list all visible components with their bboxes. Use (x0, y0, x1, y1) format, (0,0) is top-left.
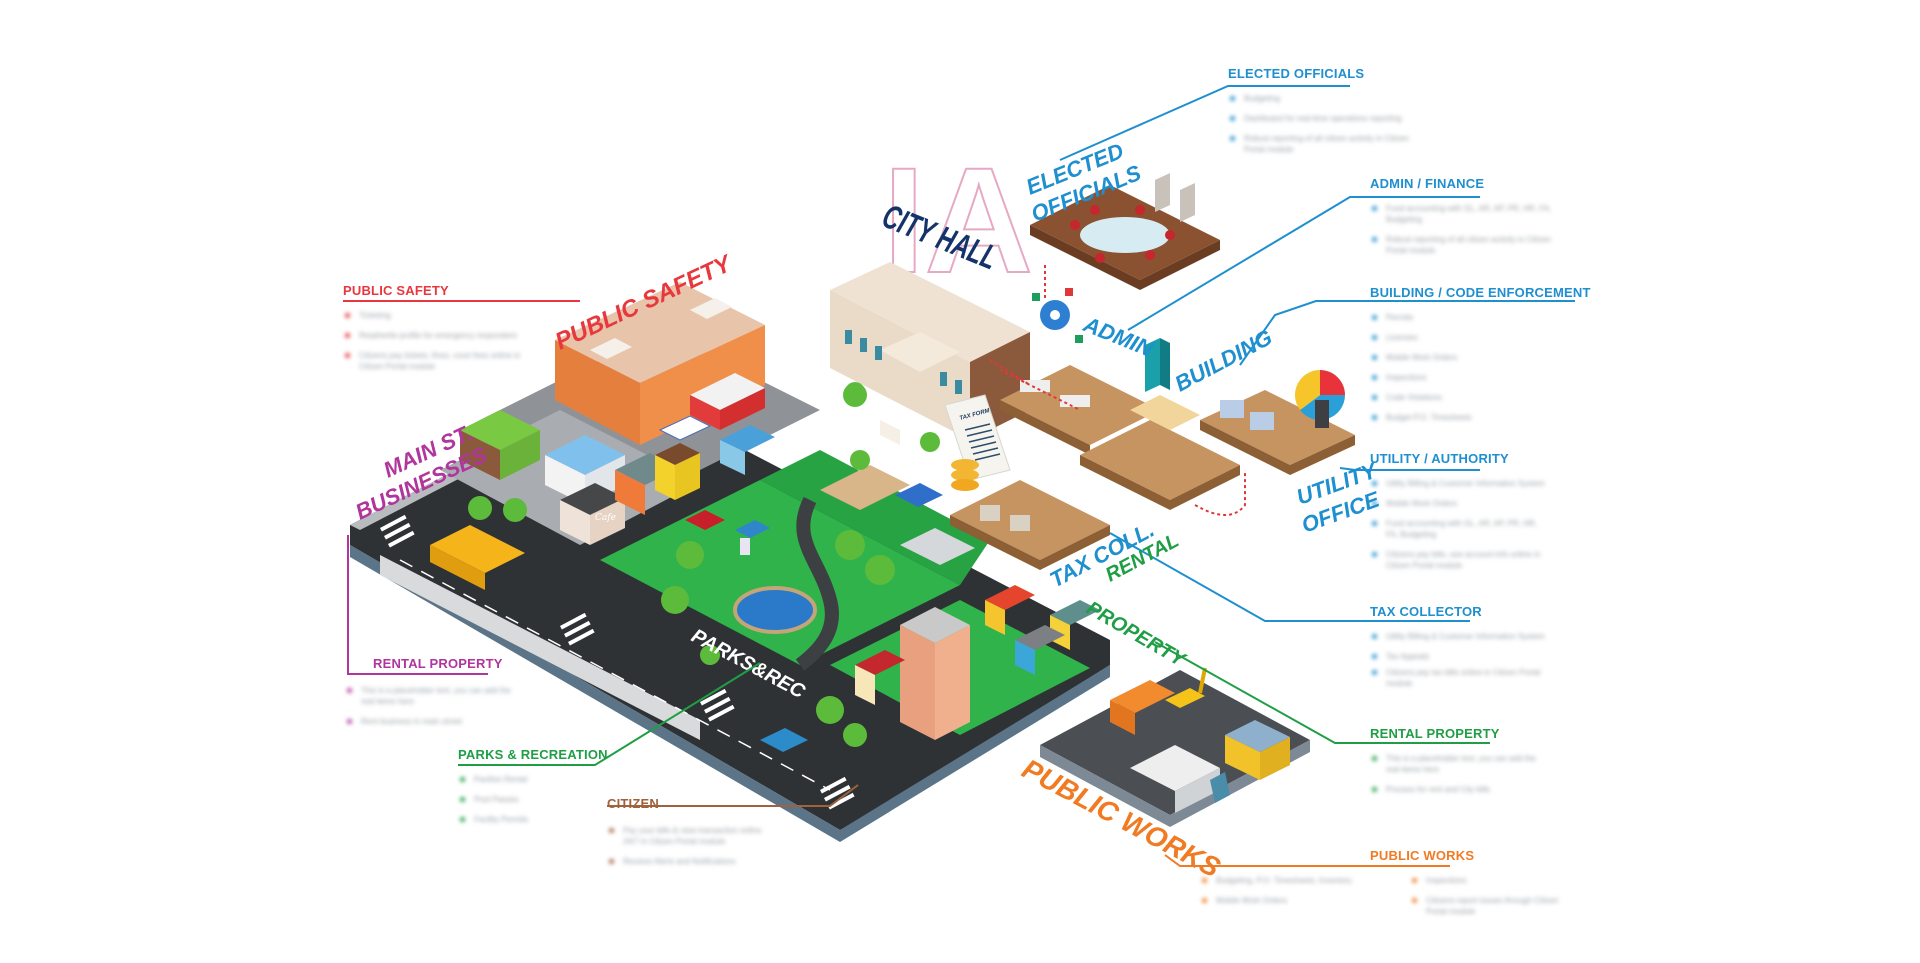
callout-bullet: This is a placeholder text, you can add … (1370, 753, 1550, 775)
callout-bullet: Process for rent and City bills (1370, 784, 1550, 795)
callout-title: TAX COLLECTOR (1370, 604, 1482, 619)
city-hall-building: TAX FORM (830, 262, 1030, 491)
callout-title: RENTAL PROPERTY (373, 656, 503, 671)
callout-bullet: Fund accounting with GL, AR, AP, PR, HR,… (1370, 203, 1560, 225)
callout-bullet: Citizens pay tax bills online in Citizen… (1370, 667, 1550, 689)
line-parks (458, 662, 761, 766)
callout-bullet: Read/write profile for emergency respond… (343, 330, 523, 341)
callout-title: BUILDING / CODE ENFORCEMENT (1370, 285, 1591, 300)
callout-admin-finance: ADMIN / FINANCE Fund accounting with GL,… (1370, 176, 1560, 265)
callout-bullet: Citizens pay tickets, fines, court fees … (343, 350, 523, 372)
callout-bullet: Mobile Work Orders (1370, 352, 1575, 363)
callout-bullet: This is a placeholder text, you can add … (345, 685, 525, 707)
callout-bullet: Budget P.O. Timesheets (1370, 412, 1575, 423)
callout-title: PARKS & RECREATION (458, 747, 608, 762)
callout-bullet: Mobile Work Orders (1370, 498, 1550, 509)
callout-bullet: Fund accounting with GL, AR, AP, PR, HR,… (1370, 518, 1550, 540)
callout-bullet: Budgeting (1228, 93, 1428, 104)
main-street-businesses: Cafe (430, 410, 775, 590)
office-platforms (950, 173, 1355, 570)
callout-bullet: Pool Passes (458, 794, 618, 805)
callout-bullet: Rent business in main street (345, 716, 525, 727)
callout-title: ADMIN / FINANCE (1370, 176, 1485, 191)
line-building (1239, 300, 1575, 366)
callout-title: UTILITY / AUTHORITY (1370, 451, 1509, 466)
line-public-works (1164, 854, 1450, 867)
callout-bullet: Mobile Work Orders (1200, 895, 1370, 906)
callout-tax-collector: TAX COLLECTOR Utility Billing & Customer… (1370, 604, 1550, 698)
callout-building-code: BUILDING / CODE ENFORCEMENT Permits Lice… (1370, 285, 1591, 432)
callout-bullet: Utility Billing & Customer Information S… (1370, 478, 1550, 489)
callout-bullet: Pavilion Rental (458, 774, 618, 785)
callout-bullet: Licenses (1370, 332, 1575, 343)
callout-bullet: Pay your bills & view transaction online… (607, 825, 767, 847)
line-rental-left (347, 535, 488, 675)
callout-lines (343, 85, 1575, 867)
callout-bullet: Code Violations (1370, 392, 1575, 403)
callout-bullet: Inspections (1410, 875, 1580, 886)
line-elected-officials (1059, 85, 1350, 161)
line-rental-right (1154, 641, 1490, 744)
callout-bullet: Utility Billing & Customer Information S… (1370, 631, 1550, 642)
callout-bullet: Ticketing (343, 310, 523, 321)
residential-buildings (855, 585, 1100, 740)
callout-bullet: Robust reporting of all citizen activity… (1228, 133, 1428, 155)
public-works-yard (1040, 667, 1310, 827)
callout-rental-property-right: RENTAL PROPERTY This is a placeholder te… (1370, 726, 1550, 804)
label-building: BUILDING (1171, 324, 1277, 396)
cafe-sign: Cafe (595, 513, 616, 523)
callout-title: CITIZEN (607, 796, 659, 811)
callout-bullet: Robust reporting of all citizen activity… (1370, 234, 1560, 256)
line-tax-collector (1109, 532, 1470, 622)
callout-citizen: CITIZEN Pay your bills & view transactio… (607, 796, 767, 876)
callout-bullet: Facility Permits (458, 814, 618, 825)
callout-bullet: Tax Appeals (1370, 651, 1550, 662)
callout-elected-officials: ELECTED OFFICIALS Budgeting Dashboard fo… (1228, 66, 1428, 164)
callout-bullet: Citizens report issues through Citizen P… (1410, 895, 1580, 917)
line-admin-finance (1127, 196, 1480, 331)
callout-bullet: Citizens pay bills, see account info onl… (1370, 549, 1550, 571)
line-citizen (607, 784, 859, 807)
callout-bullet: Dashboard for real-time operations repor… (1228, 113, 1428, 124)
callout-title: PUBLIC SAFETY (343, 283, 449, 298)
callout-bullet: Permits (1370, 312, 1575, 323)
callout-bullet: Inspections (1370, 372, 1575, 383)
callout-utility-authority: UTILITY / AUTHORITY Utility Billing & Cu… (1370, 451, 1550, 580)
public-safety-building (555, 282, 765, 445)
callout-rental-property-left: RENTAL PROPERTY This is a placeholder te… (345, 656, 525, 736)
line-utility (1339, 467, 1480, 471)
callout-title: RENTAL PROPERTY (1370, 726, 1500, 741)
callout-parks-recreation: PARKS & RECREATION Pavilion Rental Pool … (458, 747, 618, 834)
callout-public-works: PUBLIC WORKS Budgeting, P.O. Timesheets,… (1200, 848, 1580, 926)
callout-title: ELECTED OFFICIALS (1228, 66, 1365, 81)
callout-bullet: Receive Alerts and Notifications (607, 856, 767, 867)
callout-bullet: Budgeting, P.O. Timesheets, Inventory (1200, 875, 1370, 886)
callout-public-safety: PUBLIC SAFETY Ticketing Read/write profi… (343, 283, 523, 381)
callout-title: PUBLIC WORKS (1370, 848, 1475, 863)
